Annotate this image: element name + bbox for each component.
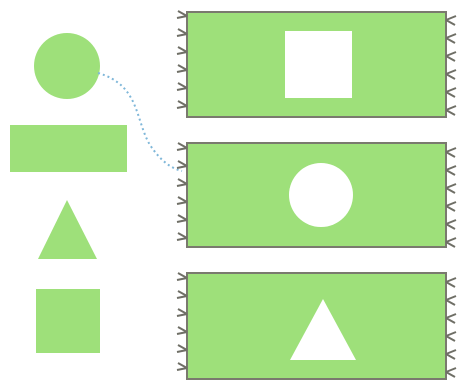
left-shapes-column xyxy=(10,33,127,353)
rug-with-triangle-hole[interactable] xyxy=(177,273,456,379)
rug-fringe-right xyxy=(446,148,456,247)
rug-fringe-left xyxy=(177,11,187,108)
rug-fringe-right xyxy=(446,16,456,115)
triangle-shape[interactable] xyxy=(38,200,97,259)
square-shape[interactable] xyxy=(36,289,100,353)
rug-fringe-left xyxy=(177,143,187,240)
rug-with-square-hole[interactable] xyxy=(177,11,456,117)
rug-fringe-right xyxy=(446,278,456,377)
circle-hole xyxy=(289,163,353,227)
square-hole xyxy=(285,31,352,98)
rectangle-shape[interactable] xyxy=(10,125,127,172)
rug-fringe-left xyxy=(177,273,187,370)
circle-shape[interactable] xyxy=(34,33,100,99)
rug-with-circle-hole[interactable] xyxy=(177,143,456,247)
